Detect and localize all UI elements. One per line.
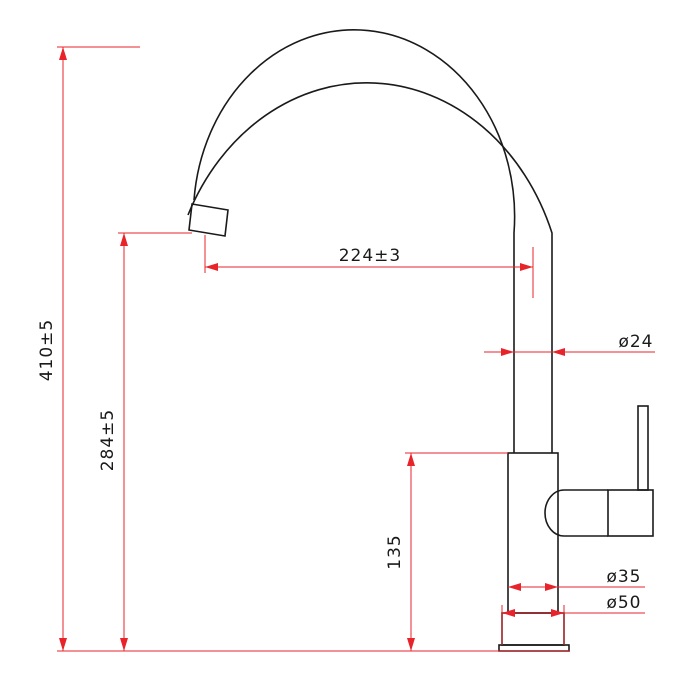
spout-outer-curve	[193, 29, 516, 453]
handle-cap	[607, 489, 654, 537]
spout-inner-curve	[187, 82, 553, 453]
handle-hub	[544, 489, 608, 537]
total-height-label: 410±5	[37, 319, 57, 382]
handle-lever	[637, 405, 649, 491]
dimension-labels: 410±5 284±5 135 224±3 ø24 ø35 ø50	[37, 246, 653, 613]
body-diameter-label: ø35	[606, 567, 641, 587]
body-height-label: 135	[385, 534, 405, 569]
faucet-base	[501, 612, 565, 646]
spout-height-label: 284±5	[98, 409, 118, 472]
pipe-diameter-label: ø24	[618, 332, 653, 352]
spout-nozzle	[188, 203, 229, 237]
mount-plate	[498, 644, 570, 652]
base-diameter-label: ø50	[606, 593, 641, 613]
faucet-outline	[187, 29, 654, 652]
dimension-arrows	[59, 47, 565, 651]
dimension-lines	[57, 46, 655, 652]
spout-reach-label: 224±3	[339, 246, 402, 266]
